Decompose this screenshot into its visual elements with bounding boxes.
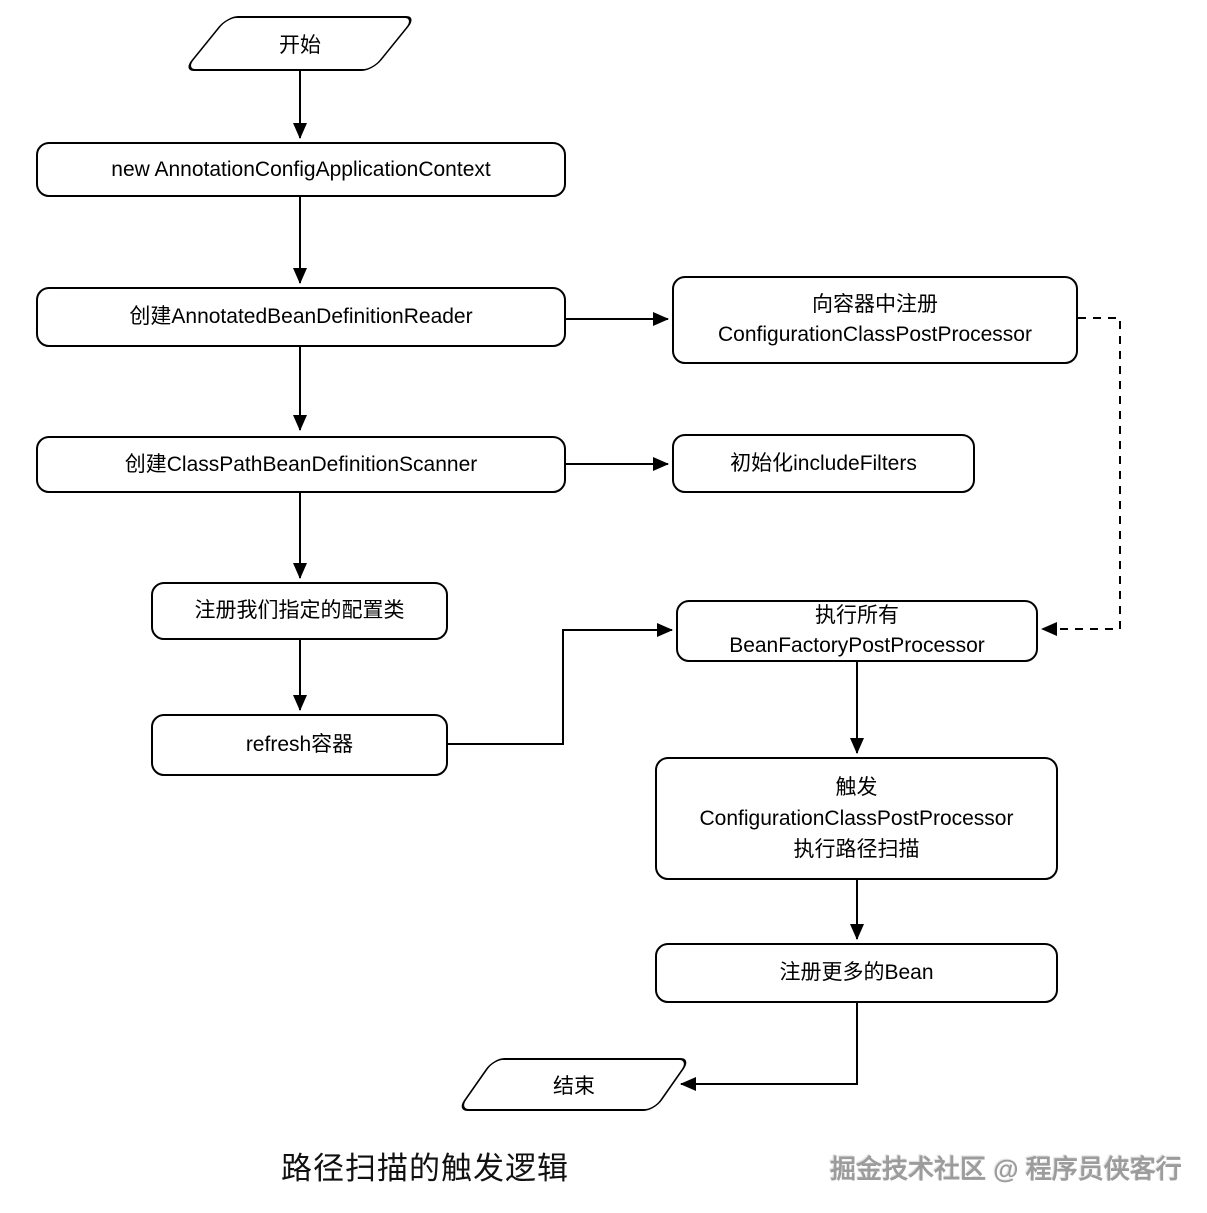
edge-refresh-to-exec-bfpp bbox=[448, 623, 673, 745]
start-label: 开始 bbox=[279, 33, 321, 57]
node-start: 开始 bbox=[182, 16, 418, 71]
node-refresh-container: refresh容器 bbox=[151, 714, 448, 776]
node-create-annotatedbeandefinitionreader: 创建AnnotatedBeanDefinitionReader bbox=[36, 287, 566, 347]
end-label: 结束 bbox=[553, 1074, 595, 1098]
node-label-line1: 触发 bbox=[835, 776, 878, 799]
edge-register-beans-to-end bbox=[680, 1003, 858, 1091]
edge-register-ccpp-to-exec-bfpp-dashed bbox=[1041, 317, 1121, 636]
node-label-line2: ConfigurationClassPostProcessor bbox=[699, 807, 1014, 830]
node-create-classpathbeandefinitionscanner: 创建ClassPathBeanDefinitionScanner bbox=[36, 436, 566, 493]
node-label-line2: BeanFactoryPostProcessor bbox=[729, 634, 985, 657]
node-label: refresh容器 bbox=[245, 733, 354, 756]
node-init-includefilters: 初始化includeFilters bbox=[672, 434, 975, 493]
node-register-config-class: 注册我们指定的配置类 bbox=[151, 582, 448, 640]
node-label-line1: 向容器中注册 bbox=[812, 293, 938, 316]
node-register-more-beans: 注册更多的Bean bbox=[655, 943, 1058, 1003]
node-label-line2: ConfigurationClassPostProcessor bbox=[718, 323, 1032, 346]
node-trigger-path-scan: 触发 ConfigurationClassPostProcessor 执行路径扫… bbox=[655, 757, 1058, 880]
node-exec-beanfactorypostprocessor: 执行所有 BeanFactoryPostProcessor bbox=[676, 600, 1038, 662]
diagram-title: 路径扫描的触发逻辑 bbox=[281, 1151, 569, 1186]
node-label-line3: 执行路径扫描 bbox=[793, 838, 920, 861]
node-end: 结束 bbox=[456, 1058, 692, 1111]
node-label: 创建AnnotatedBeanDefinitionReader bbox=[129, 305, 473, 328]
node-register-configurationclasspostprocessor: 向容器中注册 ConfigurationClassPostProcessor bbox=[672, 276, 1078, 364]
node-new-annotationconfigapplicationcontext: new AnnotationConfigApplicationContext bbox=[36, 142, 566, 197]
node-label: 创建ClassPathBeanDefinitionScanner bbox=[124, 452, 478, 476]
watermark-text: 掘金技术社区 @ 程序员侠客行 bbox=[830, 1154, 1182, 1184]
node-label: 初始化includeFilters bbox=[730, 451, 917, 475]
node-label: 注册更多的Bean bbox=[779, 961, 934, 984]
node-label: new AnnotationConfigApplicationContext bbox=[111, 157, 491, 181]
node-label: 注册我们指定的配置类 bbox=[194, 599, 405, 622]
node-label-line1: 执行所有 bbox=[815, 604, 899, 627]
